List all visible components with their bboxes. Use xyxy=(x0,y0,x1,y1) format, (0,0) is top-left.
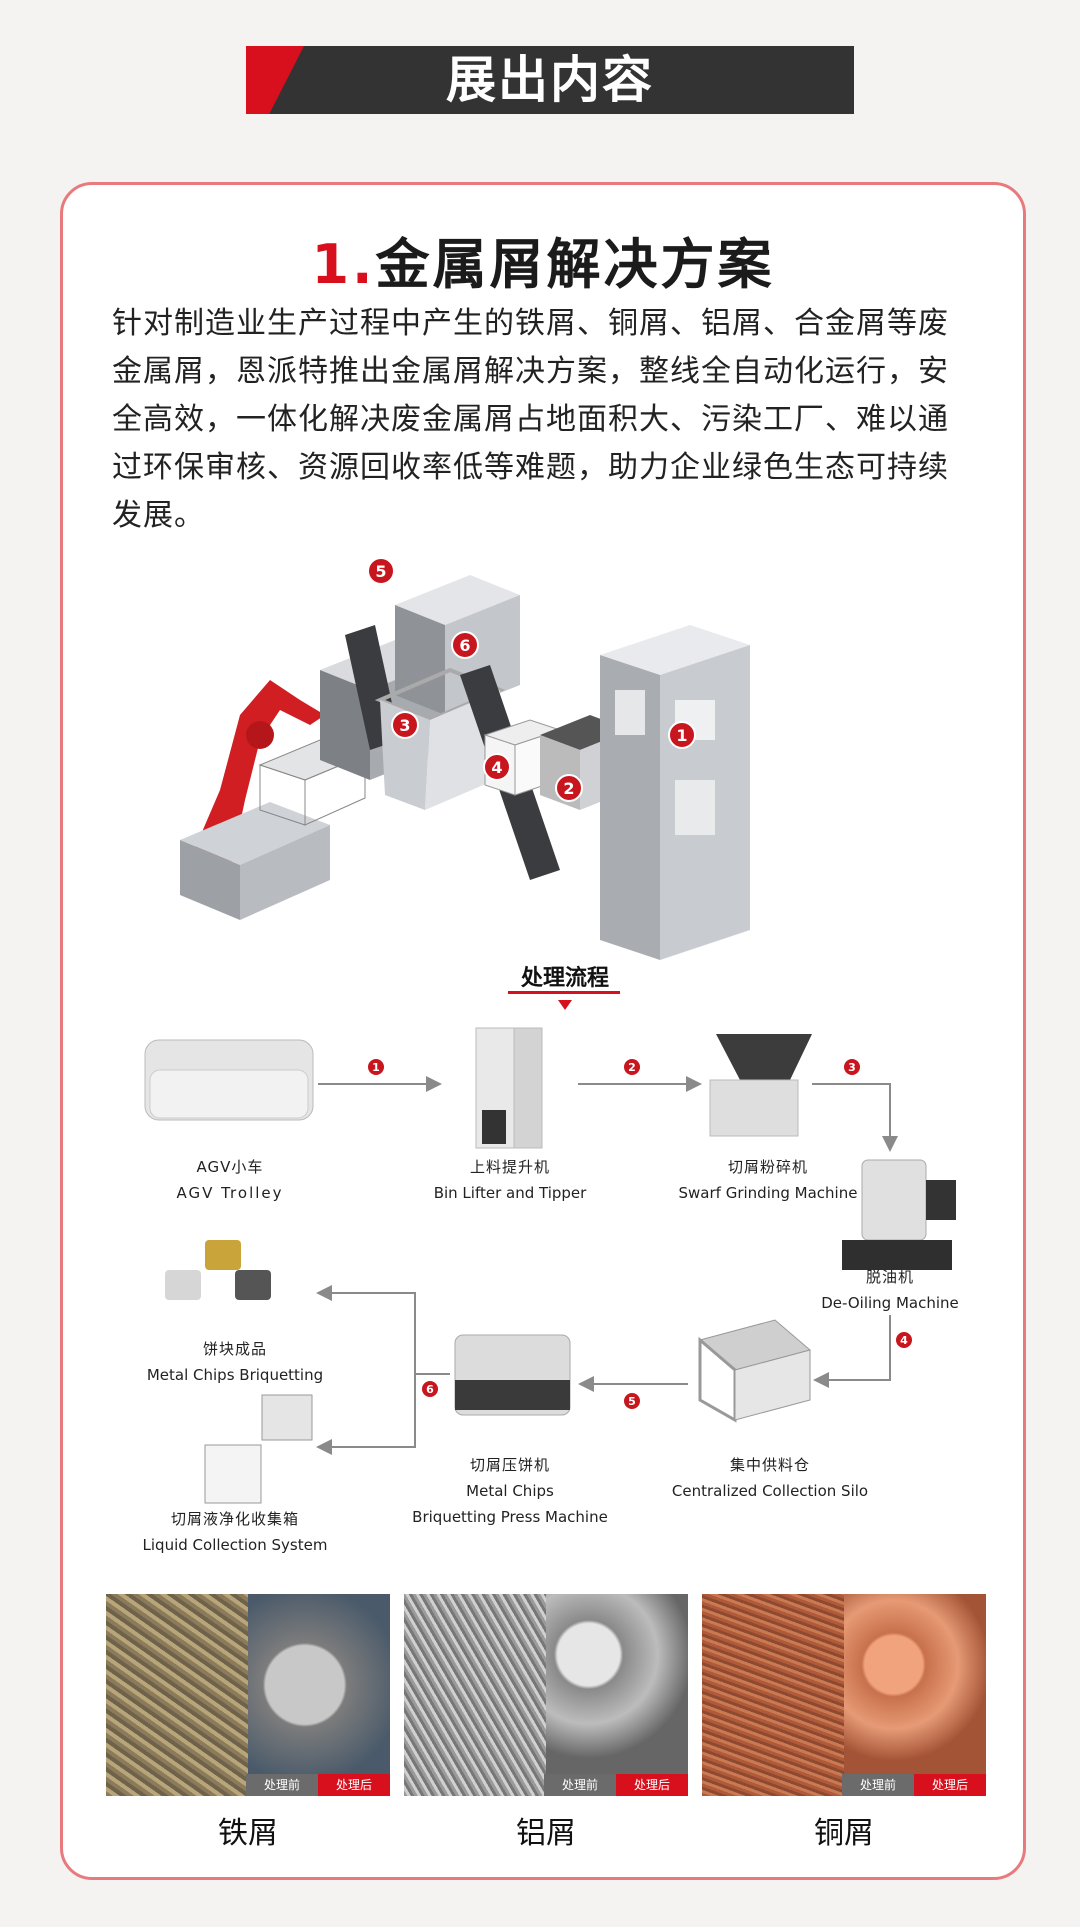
step-number-1: 1 xyxy=(368,1059,384,1075)
svg-text:2: 2 xyxy=(628,1061,636,1074)
copper-chips-label: 铜屑 xyxy=(814,1816,874,1851)
page-title: 展出内容 xyxy=(446,51,654,109)
iron-chips-label: 铁屑 xyxy=(218,1816,278,1851)
briquettes-icon xyxy=(165,1240,271,1300)
step-label-press: 切屑压饼机 Metal Chips Briquetting Press Mach… xyxy=(412,1456,608,1526)
step-label-grinder: 切屑粉碎机 Swarf Grinding Machine xyxy=(678,1158,858,1202)
svg-text:4: 4 xyxy=(491,758,502,777)
de-oiling-unit-icon xyxy=(395,575,520,715)
step-label-agv: AGV小车 AGV Trolley xyxy=(176,1158,284,1202)
callout-5: 5 xyxy=(367,557,395,585)
aluminum-after-photo xyxy=(546,1594,688,1796)
step-label-bin-lifter: 上料提升机 Bin Lifter and Tipper xyxy=(433,1158,587,1202)
header-banner xyxy=(246,46,854,114)
callout-1: 1 xyxy=(668,721,696,749)
swarf-grinder-icon xyxy=(709,1034,812,1137)
callout-4: 4 xyxy=(483,753,511,781)
step-label-silo: 集中供料仓 Centralized Collection Silo xyxy=(671,1456,869,1500)
step-number-3: 3 xyxy=(844,1059,860,1075)
de-oiling-machine-icon xyxy=(842,1159,956,1270)
bin-lifter-small-icon xyxy=(475,1027,543,1149)
aluminum-chips-pair: 处理前 处理后 xyxy=(404,1594,688,1796)
process-down-arrow-icon xyxy=(558,1000,572,1010)
agv-trolley-icon xyxy=(144,1039,314,1121)
briquetting-press-icon xyxy=(454,1334,571,1416)
svg-text:6: 6 xyxy=(459,636,470,655)
section-intro: 针对制造业生产过程中产生的铁屑、铜屑、铝屑、合金屑等废金属屑，恩派特推出金属屑解… xyxy=(112,306,949,533)
svg-text:6: 6 xyxy=(426,1383,434,1396)
callout-6: 6 xyxy=(451,631,479,659)
iron-after-photo xyxy=(248,1594,390,1796)
section-number: 1. xyxy=(311,233,376,296)
copper-chips-pair: 处理前 处理后 xyxy=(702,1594,986,1796)
copper-before-photo xyxy=(702,1594,844,1796)
callout-markers: 1 2 3 4 5 6 xyxy=(367,557,696,802)
process-title: 处理流程 xyxy=(520,966,609,991)
aluminum-badges: 处理前 处理后 xyxy=(544,1774,688,1796)
svg-text:3: 3 xyxy=(848,1061,856,1074)
copper-after-photo xyxy=(844,1594,986,1796)
section-title: 1.金属屑解决方案 xyxy=(60,220,1026,299)
material-photos: 处理前 处理后 处理前 处理后 处理前 处理后 xyxy=(106,1594,986,1796)
section-title-text: 金属屑解决方案 xyxy=(375,233,775,296)
svg-text:1: 1 xyxy=(676,726,687,745)
liquid-collection-icon xyxy=(204,1394,313,1504)
svg-text:5: 5 xyxy=(628,1395,636,1408)
iron-badges: 处理前 处理后 xyxy=(246,1774,390,1796)
iron-before-photo xyxy=(106,1594,248,1796)
production-line-illustration: 1 2 3 4 5 6 xyxy=(180,557,750,960)
svg-text:2: 2 xyxy=(563,779,574,798)
callout-3: 3 xyxy=(391,711,419,739)
aluminum-before-photo xyxy=(404,1594,546,1796)
crate-icon xyxy=(180,802,330,920)
iron-chips-pair: 处理前 处理后 xyxy=(106,1594,390,1796)
svg-text:5: 5 xyxy=(375,562,386,581)
step-number-2: 2 xyxy=(624,1059,640,1075)
step-number-6: 6 xyxy=(422,1381,438,1397)
process-title-underline xyxy=(508,991,620,994)
step-label-de-oiling: 脱油机 De-Oiling Machine xyxy=(821,1268,959,1312)
step-label-briquettes: 饼块成品 Metal Chips Briquetting xyxy=(146,1340,324,1384)
bin-lifter-icon xyxy=(600,625,750,960)
aluminum-chips-label: 铝屑 xyxy=(516,1816,576,1851)
step-label-liquid: 切屑液净化收集箱 Liquid Collection System xyxy=(142,1510,328,1554)
collection-silo-icon xyxy=(698,1319,812,1423)
svg-text:1: 1 xyxy=(372,1061,380,1074)
svg-text:4: 4 xyxy=(900,1334,908,1347)
svg-text:3: 3 xyxy=(399,716,410,735)
callout-2: 2 xyxy=(555,774,583,802)
step-number-5: 5 xyxy=(624,1393,640,1409)
process-flow-diagram: 1 2 3 4 5 6 xyxy=(144,1027,956,1504)
step-number-4: 4 xyxy=(896,1332,912,1348)
copper-badges: 处理前 处理后 xyxy=(842,1774,986,1796)
